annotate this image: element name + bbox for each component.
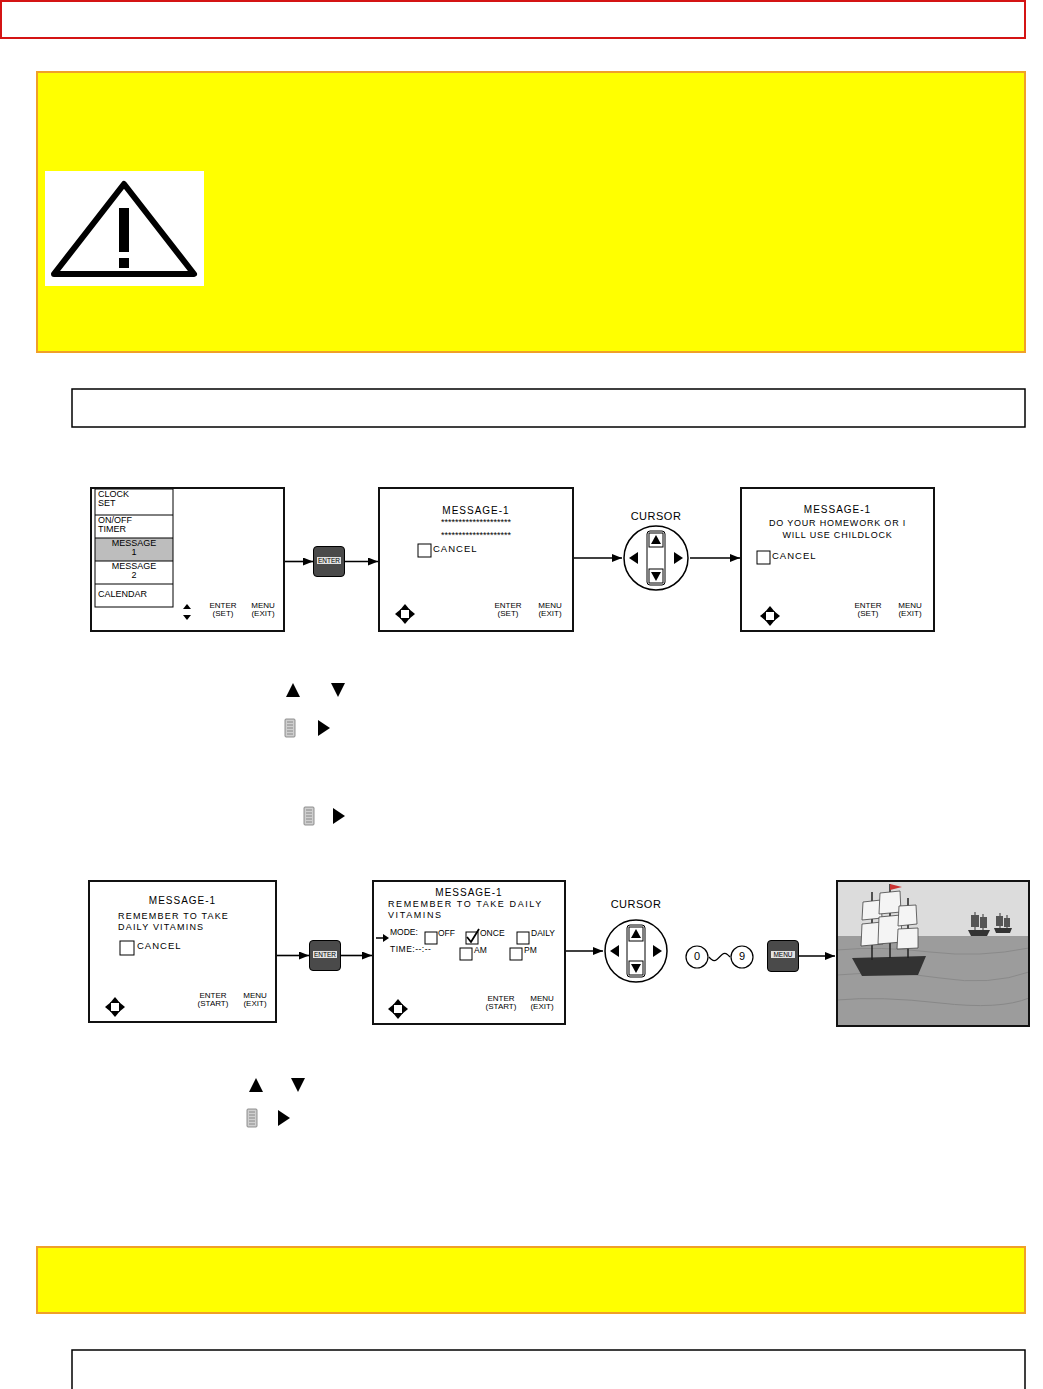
menu-item: ON/OFF TIMER (98, 516, 146, 535)
option-label: AM (474, 946, 494, 955)
key-hint: ENTER (SET) (488, 602, 528, 619)
header-bar (1, 1, 1025, 38)
key-number: 9 (730, 950, 754, 962)
number-key: 0 (685, 945, 709, 969)
flow-arrow (690, 557, 740, 559)
section-heading-box (72, 1350, 1025, 1389)
key-hint: MENU (EXIT) (890, 602, 930, 619)
message-text: DO YOUR HOMEWORK OR I WILL USE CHILDLOCK (760, 518, 915, 541)
tilde-connector (709, 953, 730, 960)
menu-button: MENU (767, 940, 799, 972)
warning-panel (37, 72, 1025, 352)
cursor-pad: CURSOR (603, 898, 669, 1004)
flow-arrow (341, 955, 372, 957)
key-hint: MENU (EXIT) (243, 602, 283, 619)
selection-arrow (376, 934, 389, 942)
cursor-pad-outline (622, 510, 690, 606)
option-label: DAILY (531, 929, 564, 938)
flow-arrow (277, 955, 309, 957)
key-hint: ENTER (SET) (848, 602, 888, 619)
check-mark (467, 929, 479, 942)
key-number: 0 (685, 950, 709, 962)
message-screen: MESSAGE-1REMEMBER TO TAKE DAILY VITAMINS… (88, 880, 277, 1023)
enter-button: ENTER (313, 546, 345, 577)
screen-title: MESSAGE-1 (374, 887, 564, 898)
flow-arrow (566, 950, 603, 952)
menu-cells (95, 489, 173, 607)
menu-item: MESSAGE 2 (109, 562, 159, 581)
enter-button: ENTER (309, 940, 341, 971)
pad-label: CURSOR (622, 510, 690, 522)
button-label: ENTER (317, 557, 341, 564)
section-heading-box (72, 389, 1025, 427)
flow-arrow (285, 561, 313, 563)
flow-arrow (799, 955, 835, 957)
message-text: REMEMBER TO TAKE DAILY VITAMINS (118, 911, 258, 934)
key-hint: ENTER (START) (478, 995, 524, 1012)
flow-arrow (574, 557, 622, 559)
cursor-pad-outline (603, 898, 669, 1004)
option-label: OFF (438, 929, 468, 938)
key-hint: MENU (EXIT) (236, 992, 274, 1009)
key-hint: MENU (EXIT) (530, 602, 570, 619)
message-screen: MESSAGE-1 ******************** ***********… (378, 487, 574, 632)
menu-item: CLOCK SET (98, 490, 146, 509)
message-placeholder: ******************** (380, 531, 572, 541)
option-label: CANCEL (137, 941, 217, 951)
cursor-pad: CURSOR (622, 510, 690, 606)
four-way-icon (105, 604, 780, 1019)
pad-label: CURSOR (603, 898, 669, 910)
step-glyphs (247, 683, 345, 1127)
note-panel (37, 1247, 1025, 1313)
menu-screen: CLOCK SET ON/OFF TIMER MESSAGE 1 MESSAGE 2 C… (90, 487, 285, 632)
option-label: CANCEL (433, 544, 513, 554)
screen-title: MESSAGE-1 (742, 504, 933, 515)
ship-picture (837, 881, 1029, 1026)
message-screen: MESSAGE-1 DO YOUR HOMEWORK OR I WILL USE … (740, 487, 935, 632)
screen-title: MESSAGE-1 (90, 895, 275, 906)
up-down-icon (183, 604, 191, 620)
key-hint: ENTER (START) (190, 992, 236, 1009)
number-key: 9 (730, 945, 754, 969)
flow-arrow (345, 561, 378, 563)
button-label: MENU (771, 951, 795, 958)
message-placeholder: ******************** (380, 518, 572, 528)
button-label: ENTER (313, 951, 337, 958)
timer-screen: MESSAGE-1REMEMBER TO TAKE DAILY VITAMINS… (372, 880, 566, 1025)
message-text: REMEMBER TO TAKE DAILY VITAMINS (388, 899, 558, 921)
key-hint: MENU (EXIT) (523, 995, 561, 1012)
warning-icon (45, 171, 204, 286)
option-label: CANCEL (772, 551, 852, 561)
menu-item: MESSAGE 1 (109, 539, 159, 558)
option-label: ONCE (480, 929, 514, 938)
menu-item: CALENDAR (98, 590, 168, 599)
screen-title: MESSAGE-1 (380, 505, 572, 516)
checkbox (120, 544, 770, 960)
option-label: PM (524, 946, 544, 955)
field-label: MODE: (390, 928, 430, 937)
key-hint: ENTER (SET) (203, 602, 243, 619)
field-label: TIME:--:-- (390, 945, 460, 954)
